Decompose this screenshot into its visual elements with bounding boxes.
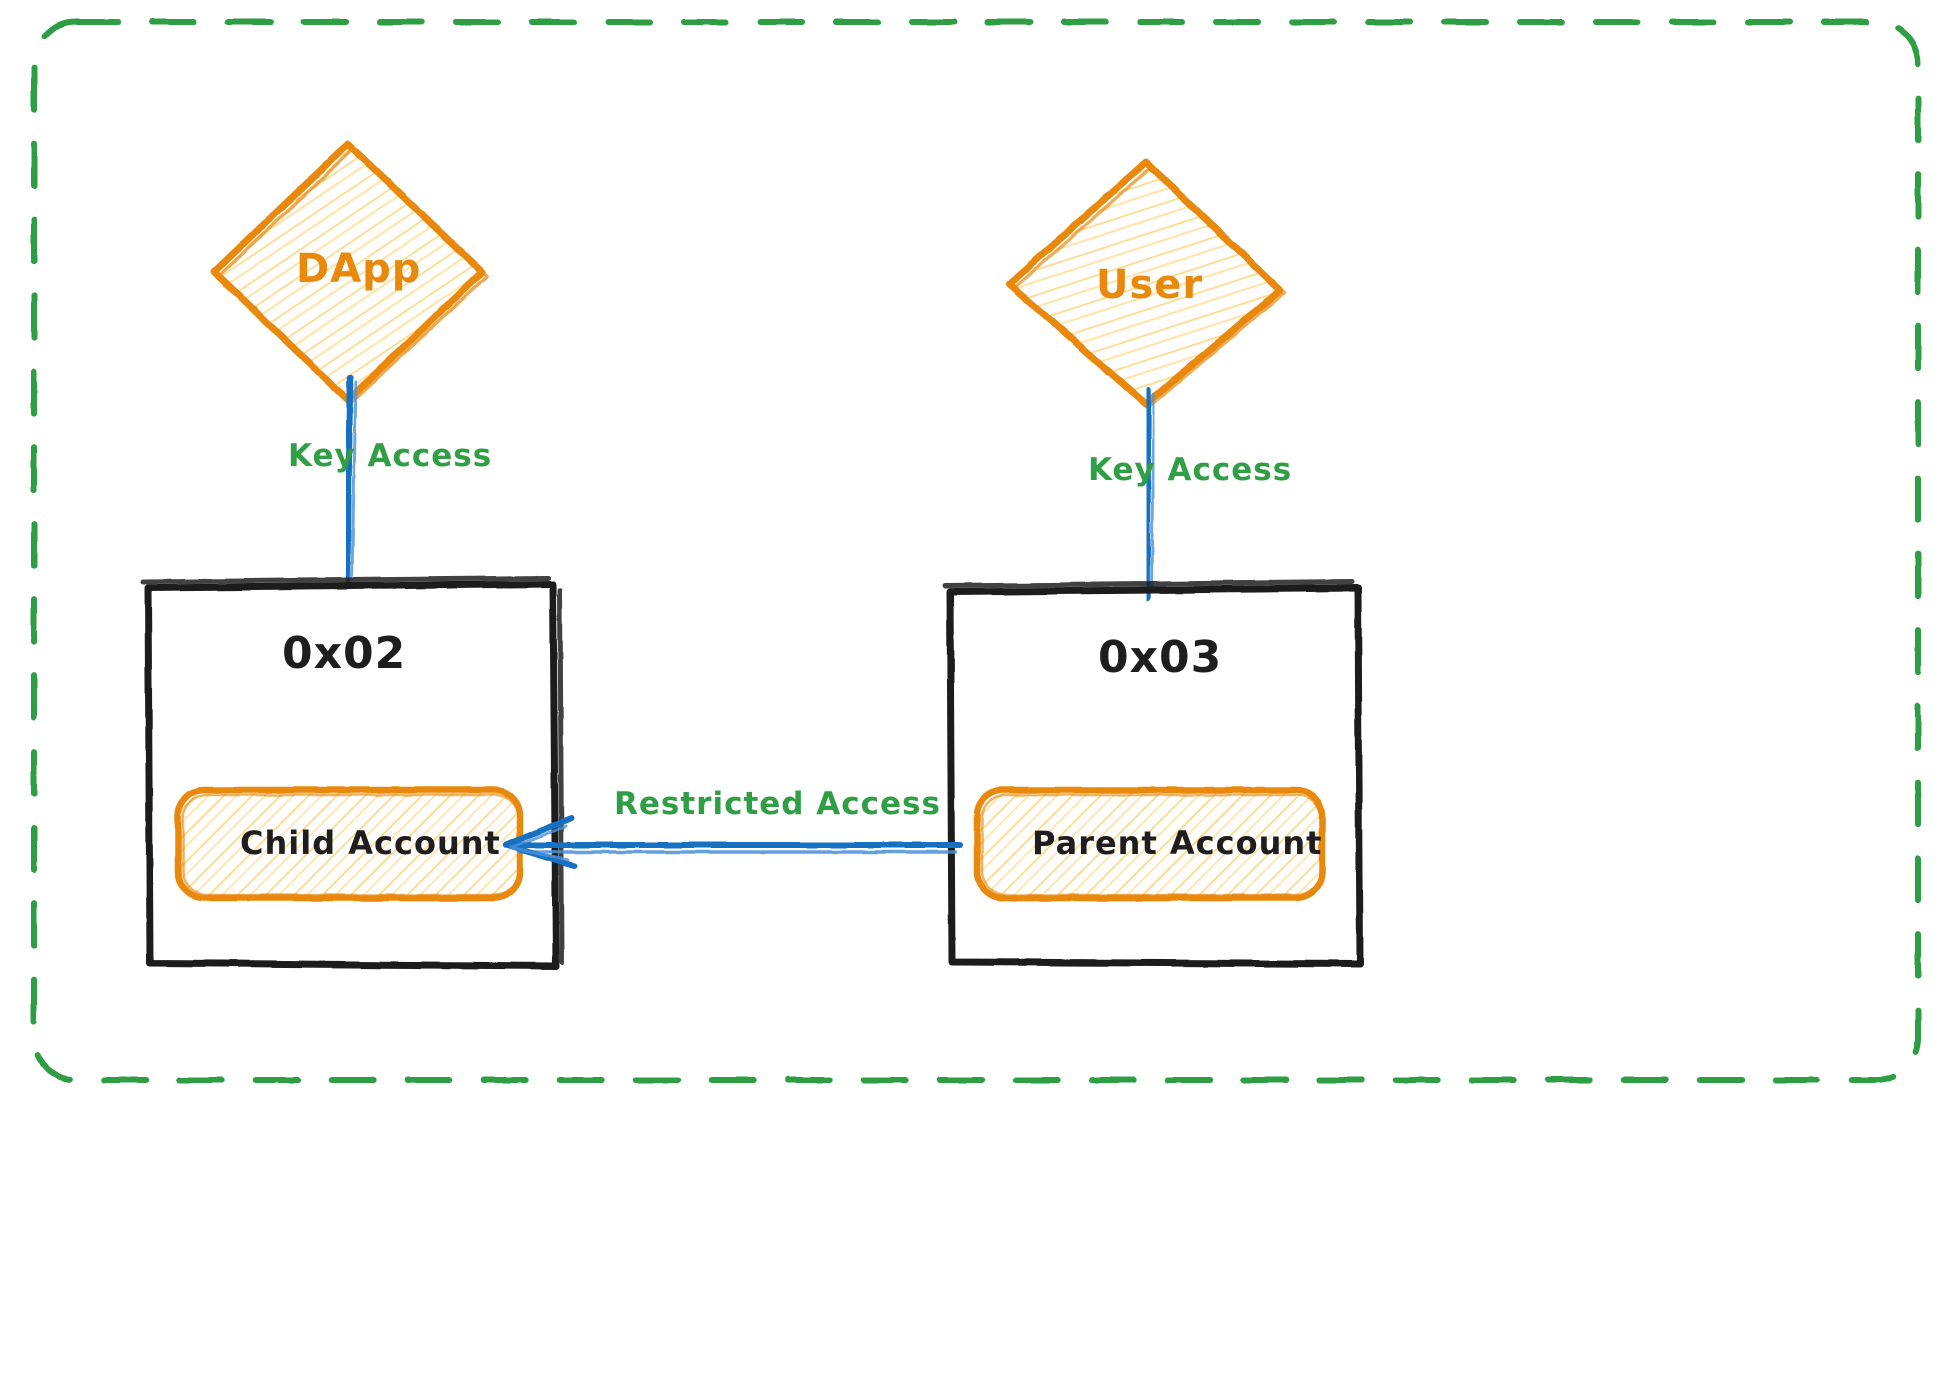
node-user[interactable] (1005, 158, 1287, 410)
node-child-account[interactable] (174, 786, 524, 902)
edge-key-access-left[interactable] (343, 374, 358, 590)
node-account-0x03[interactable] (942, 579, 1364, 968)
node-parent-account[interactable] (973, 786, 1326, 902)
edge-key-access-right[interactable] (1143, 386, 1156, 602)
outer-dashed-frame (31, 19, 1921, 1083)
node-dapp[interactable] (210, 140, 489, 406)
edge-restricted-access[interactable] (503, 815, 963, 869)
node-account-0x02[interactable] (140, 575, 565, 970)
